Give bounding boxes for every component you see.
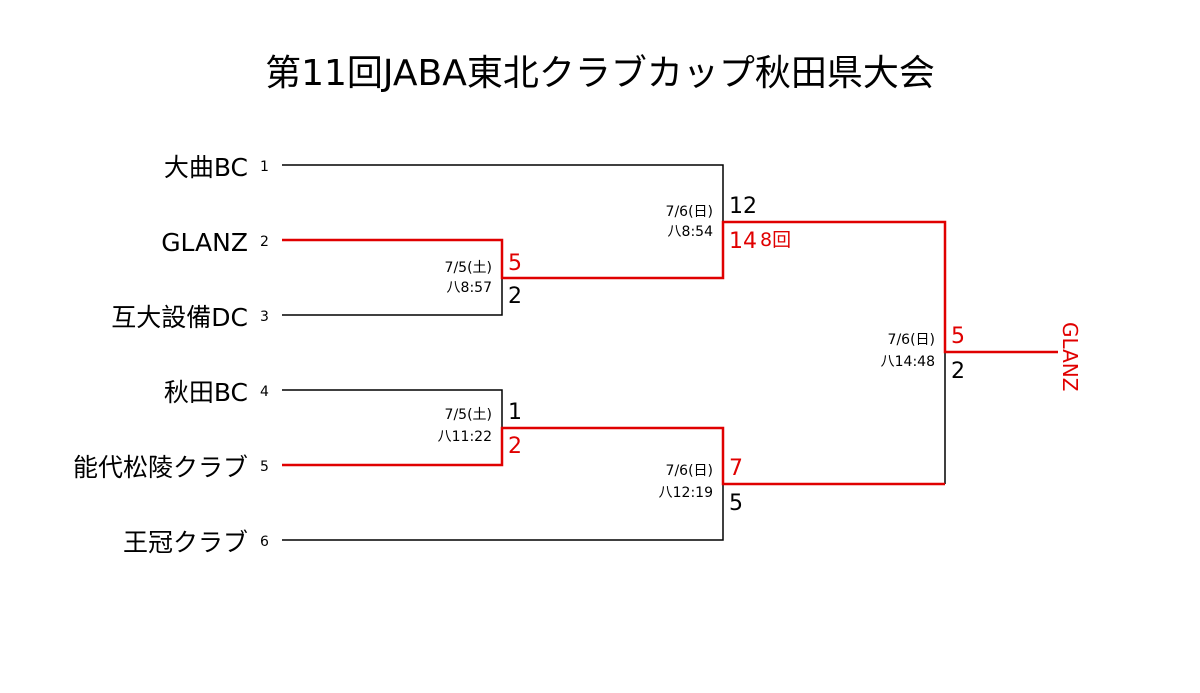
team-seed-2: 2 xyxy=(260,234,269,250)
match-2-date: 7/5(土) xyxy=(445,407,492,423)
winning-path-glanz xyxy=(282,220,1058,354)
bracket-line-team-4 xyxy=(282,389,503,428)
match-5-date: 7/6(日) xyxy=(888,332,935,348)
winning-path-noshiro xyxy=(282,426,945,486)
page-title: 第11回JABA東北クラブカップ秋田県大会 xyxy=(265,53,935,94)
match-3-score-bottom: 14 xyxy=(729,229,757,254)
team-seed-3: 3 xyxy=(260,309,269,325)
bracket-lines xyxy=(282,164,946,541)
match-3-score-top: 12 xyxy=(729,194,757,219)
bracket-line-team-1 xyxy=(282,164,724,222)
match-5-venue-time: 八14:48 xyxy=(881,354,935,370)
match-5-score-top: 5 xyxy=(951,324,965,349)
match-4-score-bottom: 5 xyxy=(729,491,743,516)
match-3-note: 8回 xyxy=(760,229,791,251)
team-seed-4: 4 xyxy=(260,384,269,400)
match-2-score-bottom: 2 xyxy=(508,434,522,459)
team-name-5: 能代松陵クラブ xyxy=(73,453,248,482)
bracket-line-team-6 xyxy=(282,484,724,541)
match-3-venue-time: 八8:54 xyxy=(668,224,714,240)
match-1-venue-time: 八8:57 xyxy=(447,280,492,296)
match-2-score-top: 1 xyxy=(508,400,522,425)
champion-label: GLANZ xyxy=(1058,322,1082,391)
team-name-3: 互大設備DC xyxy=(111,303,248,332)
match-4-venue-time: 八12:19 xyxy=(659,485,713,501)
team-name-6: 王冠クラブ xyxy=(123,528,248,557)
team-seed-6: 6 xyxy=(260,534,269,550)
match-1-date: 7/5(土) xyxy=(445,260,492,276)
team-seed-1: 1 xyxy=(260,159,269,175)
match-4-score-top: 7 xyxy=(729,456,743,481)
bracket-line-team-3 xyxy=(282,278,503,316)
match-4-date: 7/6(日) xyxy=(666,463,713,479)
team-seed-5: 5 xyxy=(260,459,269,475)
match-5-score-bottom: 2 xyxy=(951,359,965,384)
team-name-2: GLANZ xyxy=(161,228,248,257)
team-name-4: 秋田BC xyxy=(164,378,248,407)
match-2-venue-time: 八11:22 xyxy=(438,429,492,445)
match-1-score-top: 5 xyxy=(508,251,522,276)
winning-path xyxy=(282,220,1058,486)
match-3-date: 7/6(日) xyxy=(666,204,713,220)
match-1-score-bottom: 2 xyxy=(508,284,522,309)
team-name-1: 大曲BC xyxy=(164,153,248,182)
